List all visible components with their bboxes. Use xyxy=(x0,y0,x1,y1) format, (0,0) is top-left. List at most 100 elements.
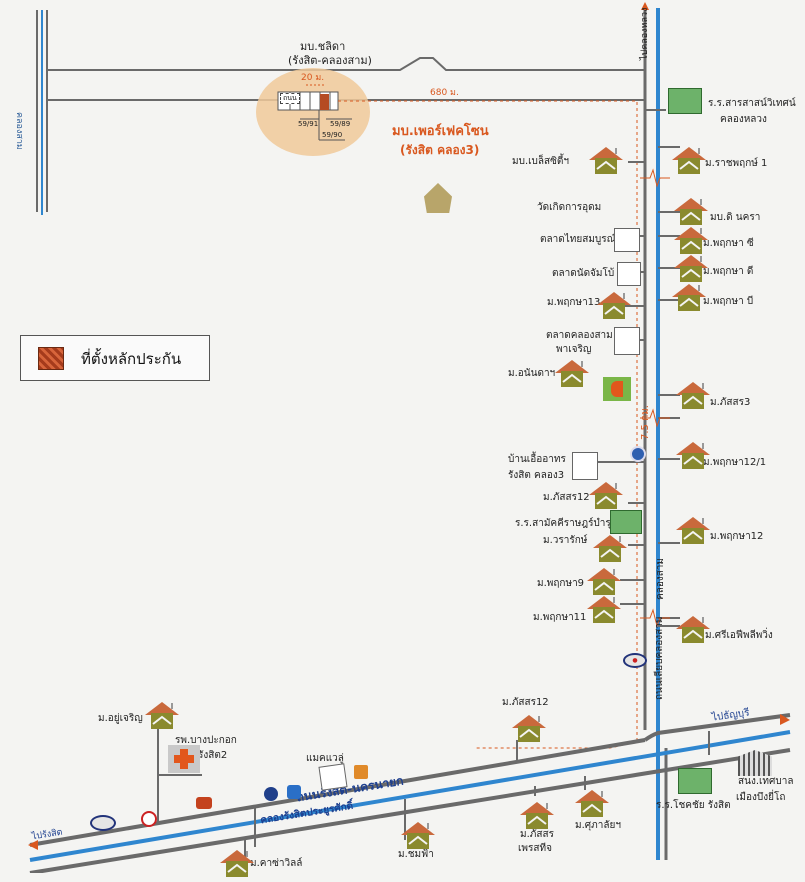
house-icon xyxy=(587,145,625,175)
store-logo-icon xyxy=(603,377,631,401)
landmark-pruksa-b: ม.พฤกษา บี xyxy=(703,296,754,307)
house-icon xyxy=(595,290,633,320)
landmark-ua-arthorn: บ้านเอื้ออาทร xyxy=(508,454,566,465)
municipal-office-l2: เมืองบึงยี่โถ xyxy=(736,792,786,803)
landmark-ua-arthorn-l2: รังสิต คลอง3 xyxy=(508,470,565,481)
house-icon xyxy=(672,196,710,226)
house-icon xyxy=(585,594,623,624)
to-khlong-luang-label: ไปคลองหลวง xyxy=(640,7,650,60)
bottom-road xyxy=(28,713,791,873)
house-icon xyxy=(672,225,710,255)
esso-icon xyxy=(90,815,116,831)
landmark-pruksa11: ม.พฤกษา11 xyxy=(533,612,587,623)
landmark-yucharoen: ม.อยู่เจริญ xyxy=(98,713,143,724)
school-icon xyxy=(668,88,702,114)
chalida-name: มบ.ชลิดา xyxy=(300,40,346,53)
municipal-office: สนง.เทศบาล xyxy=(738,776,794,787)
landmark-school-samakkee: ร.ร.สามัคคีราษฎร์บำรุง xyxy=(515,518,616,529)
chalida-area: (รังสิต-คลองสาม) xyxy=(288,54,372,67)
bank-icon xyxy=(264,787,278,801)
landmark-pruksa12-1: ม.พฤกษา12/1 xyxy=(703,457,767,468)
legend: ที่ตั้งหลักประกัน xyxy=(20,335,210,381)
kasikorn-bank-icon xyxy=(141,811,157,827)
break-mark xyxy=(640,408,670,428)
landmark-passorn3: ม.ภัสสร3 xyxy=(710,397,751,408)
landmark-school-sarasas: ร.ร.สารสาสน์วิเทศน์ xyxy=(708,98,796,109)
left-canal xyxy=(36,10,48,215)
market-thai-somboon-box xyxy=(614,228,640,252)
landmark-thai-somboon: ตลาดไทยสมบูรณ์ xyxy=(540,234,616,245)
break-mark xyxy=(640,168,670,188)
landmark-passorn-prestige-1: ม.ภัสสร xyxy=(520,829,554,840)
bank-icon-2 xyxy=(287,785,301,799)
house-icon xyxy=(591,533,629,563)
plot-59-91: 59/91 xyxy=(298,120,319,128)
side-roads-right xyxy=(645,109,680,627)
restaurant-icon xyxy=(354,765,368,779)
landmark-market-klong3-l2: พาเจริญ xyxy=(556,344,592,355)
landmark-market-klong3: ตลาดคลองสาม xyxy=(546,330,613,341)
market-klong3-box xyxy=(614,327,640,355)
landmark-jumbo: ตลาดนัดจัมโบ้ xyxy=(552,268,615,279)
house-icon xyxy=(585,566,623,596)
left-canal-label: คลองสาม xyxy=(14,112,24,150)
toyota-icon xyxy=(196,797,212,809)
landmark-supalai: ม.ศุภาลัยฯ xyxy=(575,820,621,831)
subject-area: (รังสิต คลอง3) xyxy=(400,143,480,157)
landmark-makro: แมคแวลู่ xyxy=(306,753,344,764)
market-jumbo-box xyxy=(617,262,641,286)
house-icon xyxy=(674,440,712,470)
right-canal-label: คลองสาม xyxy=(655,557,666,600)
subject-name: มบ.เพอร์เฟคโซน xyxy=(392,124,489,139)
esso-icon: ● xyxy=(623,653,647,668)
house-icon xyxy=(674,380,712,410)
landmark-passorn12: ม.ภัสสร12 xyxy=(543,492,590,503)
house-icon xyxy=(518,800,556,830)
plot-59-89: 59/89 xyxy=(330,120,351,128)
house-icon xyxy=(672,253,710,283)
legend-label: ที่ตั้งหลักประกัน xyxy=(81,350,182,368)
hospital-branch: รังสิต2 xyxy=(198,750,228,761)
hospital-icon xyxy=(168,745,200,773)
landmark-casaville: ม.คาซ่าวิลล์ xyxy=(250,858,303,869)
subject-plot xyxy=(320,94,329,110)
landmark-di-nakara: มบ.ดิ นครา xyxy=(710,212,761,223)
landmark-pruksa13: ม.พฤกษา13 xyxy=(547,297,601,308)
distance-width: 20 ม. xyxy=(301,73,325,83)
house-icon xyxy=(218,848,256,878)
gas-station-icon xyxy=(630,446,646,462)
house-icon xyxy=(670,145,708,175)
break-mark xyxy=(640,608,670,628)
landmark-pruksa-c: ม.พฤกษา ซี xyxy=(703,238,754,249)
landmark-pruksa12: ม.พฤกษา12 xyxy=(710,531,764,542)
house-icon xyxy=(399,820,437,850)
hospital-name: รพ.บางปะกอก xyxy=(175,735,237,746)
route-dashed xyxy=(338,100,638,749)
distance-along-road: 7.5 กม. xyxy=(640,405,651,440)
landmark-passorn12-bottom: ม.ภัสสร12 xyxy=(502,697,549,708)
house-icon xyxy=(573,788,611,818)
road-chalida xyxy=(47,57,645,71)
landmark-passorn-prestige-2: เพรสทีจ xyxy=(518,843,552,854)
landmark-sri-swing: ม.ศรีเอฟีพลีพวิ่ง xyxy=(705,630,773,641)
school-icon xyxy=(610,510,642,534)
house-icon xyxy=(674,614,712,644)
landmark-pruksa9: ม.พฤกษา9 xyxy=(537,578,585,589)
house-icon xyxy=(670,282,708,312)
landmark-school-chokchai: ร.ร.โชคชัย รังสิต xyxy=(656,800,731,811)
legend-swatch xyxy=(38,347,64,370)
landmark-ratchapruek1: ม.ราชพฤกษ์ 1 xyxy=(705,158,768,169)
makro-box xyxy=(318,763,348,791)
ua-arthorn-box xyxy=(572,452,598,480)
distance-to-road: 680 ม. xyxy=(430,88,459,98)
school-icon xyxy=(678,768,712,794)
house-icon xyxy=(510,713,548,743)
landmark-wat: วัดเกิดการอุดม xyxy=(537,202,602,213)
house-icon xyxy=(587,480,625,510)
landmark-bless-city: มบ.เบล็สซิตี้ฯ xyxy=(512,156,570,167)
subject-area xyxy=(256,68,370,156)
landmark-school-sarasas-l2: คลองหลวง xyxy=(720,114,767,125)
plot-road-label: ถนน xyxy=(280,93,300,104)
house-icon xyxy=(674,515,712,545)
